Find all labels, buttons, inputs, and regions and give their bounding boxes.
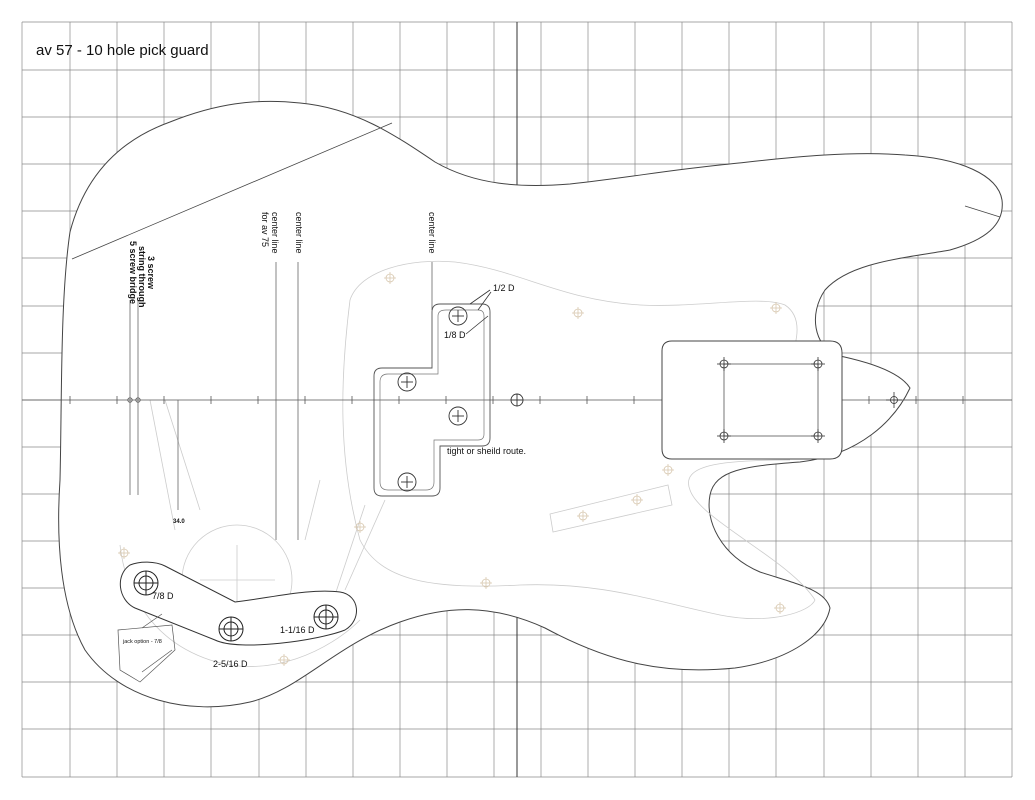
pickup-route-outline: [373, 303, 491, 497]
two-sixteenths-d-label: 2-5/16 D: [213, 659, 248, 669]
one-sixteenth-d-label: 1-1/16 D: [280, 625, 315, 635]
faint-screw-targets: [118, 272, 786, 666]
eighth-d-label: 1/8 D: [444, 330, 466, 340]
dimension-leaders: [465, 289, 492, 335]
control-pot-holes: [133, 570, 339, 642]
control-plate-outline: [120, 561, 357, 646]
pickup-screw-holes: [397, 306, 524, 492]
neck-screw-holes: [717, 357, 825, 443]
neck-pocket-outline: [661, 340, 843, 460]
seven-eighths-d-label: 7/8 D: [152, 591, 174, 601]
bridge-label-line2: string through: [137, 246, 147, 308]
jack-option-strip: [117, 624, 176, 683]
neck-end-target: [886, 392, 902, 408]
half-d-label: 1/2 D: [493, 283, 515, 293]
center-line-av75-label-line2: for av 75: [260, 212, 270, 247]
jack-option-divider-2: [141, 649, 173, 673]
pickup-route-inner: [379, 309, 485, 491]
upper-horn-line: [71, 122, 393, 260]
jack-option-label: jack option - 7/8: [122, 639, 162, 645]
center-line-label-right: center line: [427, 212, 437, 254]
lower-horn-tip-line: [964, 205, 1001, 218]
dimension-34-label: 34.0: [173, 519, 185, 525]
center-line-av75-label-line1: center line: [270, 212, 280, 254]
bridge-label-line1: 3 screw: [146, 256, 156, 290]
jack-option-divider: [141, 613, 163, 629]
drawing-title: av 57 - 10 hole pick guard: [36, 42, 209, 59]
bass-body-outline: [58, 100, 1003, 708]
bridge-label-line3: 5 screw bridge: [128, 241, 138, 304]
shield-route-label: tight or sheild route.: [447, 446, 526, 456]
bridge-reference-lines: [129, 262, 433, 540]
neck-screw-pattern: [723, 363, 819, 437]
center-line-label-left: center line: [294, 212, 304, 254]
